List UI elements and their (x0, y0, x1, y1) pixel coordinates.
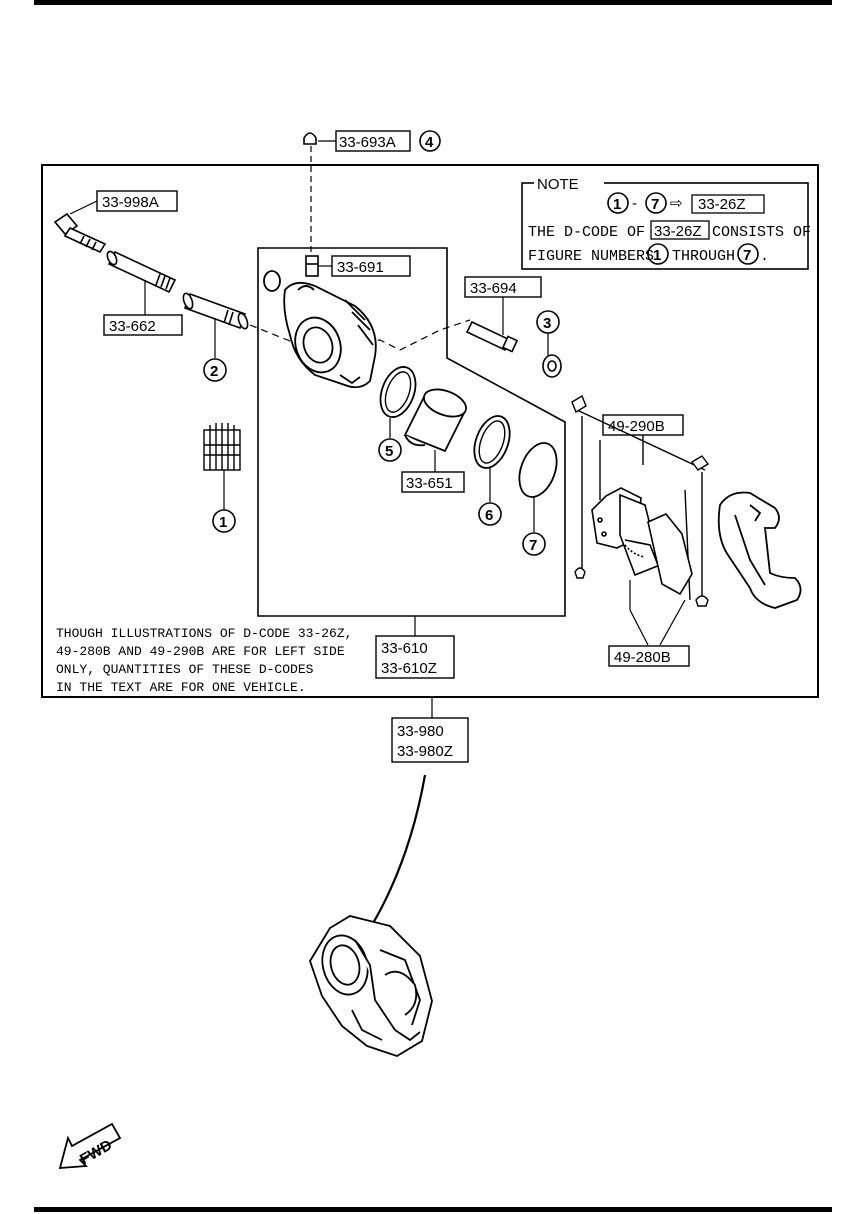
top-border (34, 0, 832, 5)
label-box-33-662 (103, 314, 183, 336)
note-code-box-2 (650, 220, 710, 240)
note-through-to-circle (737, 243, 759, 265)
description-line-2: 49-280B AND 49-290B ARE FOR LEFT SIDE (56, 644, 345, 659)
fig-num-2: 2 (210, 363, 218, 380)
label-33-610: 33-610 (381, 640, 428, 657)
label-49-280B: 49-280B (614, 649, 671, 666)
dashed-assembly-line (249, 319, 471, 351)
guide-pin (182, 292, 249, 330)
label-33-980Z: 33-980Z (397, 743, 453, 760)
leader-49-280B-b (629, 609, 649, 646)
retaining-ring (518, 442, 558, 498)
description-line-3: ONLY, QUANTITIES OF THESE D-CODES (56, 662, 314, 677)
bleeder-cap (303, 132, 317, 145)
note-range-to-circle (645, 192, 667, 214)
note-code-2: 33-26Z (654, 223, 702, 240)
label-box-33-651 (401, 471, 465, 493)
lock-pin (465, 320, 519, 353)
bushing (542, 354, 562, 378)
fig-num-6: 6 (485, 507, 493, 524)
label-33-610Z: 33-610Z (381, 660, 437, 677)
brake-pads (591, 487, 693, 596)
label-box-33-691 (331, 255, 411, 277)
fig-circle-2 (203, 358, 227, 382)
fig-circle-7 (522, 532, 546, 556)
label-33-693A: 33-693A (339, 134, 396, 151)
note-line2-suffix: CONSISTS OF (712, 224, 811, 241)
label-box-33-610 (375, 635, 455, 679)
bottom-border (34, 1207, 832, 1212)
label-49-290B: 49-290B (608, 418, 665, 435)
caliper-bracket (717, 491, 802, 609)
note-heading-bg (534, 172, 604, 192)
label-33-980: 33-980 (397, 723, 444, 740)
note-through-from-circle (647, 243, 669, 265)
note-range-from: 1 (613, 196, 621, 213)
piston-seal-outer (379, 366, 417, 418)
fwd-arrow-icon: FWD (58, 1122, 122, 1169)
note-code-1: 33-26Z (698, 196, 746, 213)
guide-bolt (53, 212, 107, 254)
note-line3-prefix: FIGURE NUMBERS (528, 248, 654, 265)
piston-seal-inner (384, 371, 412, 413)
label-33-694: 33-694 (470, 280, 517, 297)
dust-boot-inner (478, 420, 506, 464)
note-code-box-1 (691, 194, 765, 214)
description-line-1: THOUGH ILLUSTRATIONS OF D-CODE 33-26Z, (56, 626, 352, 641)
fig-circle-1 (212, 509, 236, 533)
label-box-33-693A (335, 130, 411, 152)
leader-33-998A (69, 200, 98, 215)
note-through-to: 7 (743, 247, 751, 264)
label-box-49-280B (608, 645, 690, 667)
note-line2-prefix: THE D-CODE OF (528, 224, 645, 241)
fig-circle-6 (478, 502, 502, 526)
note-range-to: 7 (651, 196, 659, 213)
note-heading: NOTE (537, 176, 579, 193)
bleeder-screw (305, 255, 319, 277)
label-33-998A: 33-998A (102, 194, 159, 211)
fig-num-7: 7 (529, 537, 537, 554)
note-arrow-icon: ⇨ (670, 195, 683, 212)
dust-boot-outer (473, 415, 511, 469)
outer-frame (41, 164, 819, 698)
fig-num-5: 5 (385, 443, 393, 460)
fig-circle-4 (419, 130, 441, 152)
label-box-33-980 (391, 717, 469, 763)
label-33-662: 33-662 (109, 318, 156, 335)
note-range-from-circle (607, 192, 629, 214)
fig-num-4: 4 (425, 134, 434, 151)
leader-49-280B-c (659, 599, 686, 646)
fig-num-3: 3 (543, 315, 551, 332)
caliper-piston (403, 388, 467, 453)
leader-33-980-curve (371, 774, 427, 926)
note-range-dash: - (632, 195, 637, 212)
fig-circle-5 (378, 438, 402, 462)
assembled-caliper (309, 915, 433, 1057)
inner-frame (257, 247, 566, 617)
guide-sleeve (106, 250, 177, 294)
note-through-from: 1 (653, 247, 661, 264)
note-line3-end: . (760, 248, 769, 265)
label-33-651: 33-651 (406, 475, 453, 492)
description-line-4: IN THE TEXT ARE FOR ONE VEHICLE. (56, 680, 306, 695)
note-line3-mid: THROUGH (672, 248, 735, 265)
pad-clip-kit (203, 423, 241, 471)
pad-clips-290B (571, 394, 710, 607)
fig-num-1: 1 (219, 514, 227, 531)
label-33-691: 33-691 (337, 259, 384, 276)
caliper-housing (263, 270, 377, 389)
